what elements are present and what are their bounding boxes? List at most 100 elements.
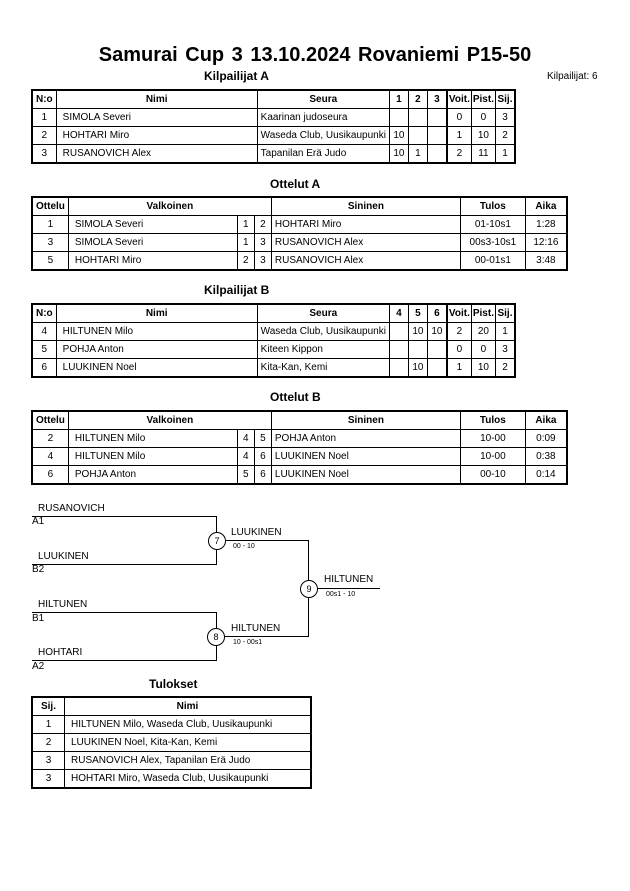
cell-rank: 1	[31, 715, 65, 734]
cell-score	[388, 108, 409, 127]
col-blue: Sininen	[270, 196, 461, 216]
table-row: 6 POHJA Anton 5 6 LUUKINEN Noel 00-10 0:…	[31, 465, 568, 485]
cell-rank: 3	[31, 751, 65, 770]
cell-club: Tapanilan Erä Judo	[256, 144, 390, 164]
col-name: Nimi	[55, 89, 258, 109]
cell-result: 00s3-10s1	[459, 233, 526, 252]
pool-b-heading: Kilpailijat B	[204, 283, 270, 297]
pool-b-table: N:o Nimi Seura 4 5 6 Voit. Pist. Sij. 4 …	[31, 303, 516, 378]
col-no: N:o	[31, 89, 57, 109]
cell-wins: 1	[445, 358, 472, 378]
semi-score: 00 - 10	[233, 543, 255, 550]
bracket-entry-seed: B1	[32, 613, 45, 624]
match-number-node: 7	[208, 532, 226, 550]
final-winner: HILTUNEN	[324, 574, 374, 585]
cell-time: 0:14	[524, 465, 568, 485]
cell-white-no: 5	[236, 465, 255, 485]
cell-blue-no: 5	[253, 429, 272, 448]
cell-white: HILTUNEN Milo	[67, 429, 238, 448]
cell-blue-no: 6	[253, 447, 272, 466]
cell-score: 10	[407, 322, 428, 341]
col-name: Nimi	[64, 696, 312, 716]
cell-name: LUUKINEN Noel, Kita-Kan, Kemi	[64, 733, 312, 752]
table-row: 3 SIMOLA Severi 1 3 RUSANOVICH Alex 00s3…	[31, 233, 568, 252]
cell-white: HILTUNEN Milo	[67, 447, 238, 466]
cell-rank: 1	[494, 144, 516, 164]
bracket-entry-name: HILTUNEN	[38, 599, 88, 610]
matches-b-heading: Ottelut B	[270, 390, 321, 404]
cell-match: 4	[31, 447, 69, 466]
cell-result: 00-10	[459, 465, 526, 485]
col-club: Seura	[256, 303, 390, 323]
semi-score: 10 - 00s1	[233, 639, 263, 646]
table-row: 2 HILTUNEN Milo 4 5 POHJA Anton 10-00 0:…	[31, 429, 568, 448]
cell-name: HOHTARI Miro	[55, 126, 258, 145]
cell-time: 3:48	[524, 251, 568, 271]
table-row: 2 HOHTARI Miro Waseda Club, Uusikaupunki…	[31, 126, 516, 145]
cell-name: RUSANOVICH Alex, Tapanilan Erä Judo	[64, 751, 312, 770]
cell-blue: HOHTARI Miro	[270, 215, 461, 234]
cell-name: SIMOLA Severi	[55, 108, 258, 127]
match-number-node: 8	[207, 628, 225, 646]
cell-blue: RUSANOVICH Alex	[270, 233, 461, 252]
cell-name: HOHTARI Miro, Waseda Club, Uusikaupunki	[64, 769, 312, 789]
col-time: Aika	[524, 410, 568, 430]
cell-white: SIMOLA Severi	[67, 233, 238, 252]
cell-score	[388, 340, 409, 359]
cell-white-no: 4	[236, 447, 255, 466]
bracket-line	[32, 612, 216, 613]
competitor-count: Kilpailijat: 6	[547, 71, 598, 82]
col-match: Ottelu	[31, 196, 69, 216]
bracket-entry-name: RUSANOVICH	[38, 503, 105, 514]
cell-points: 20	[470, 322, 496, 341]
bracket-entry-seed: A1	[32, 516, 45, 527]
cell-score: 10	[388, 126, 409, 145]
col-rank: Sij.	[31, 696, 65, 716]
cell-score	[426, 358, 448, 378]
matches-a-table: Ottelu Valkoinen Sininen Tulos Aika 1 SI…	[31, 196, 568, 271]
cell-blue-no: 2	[253, 215, 272, 234]
col-time: Aika	[524, 196, 568, 216]
cell-white: POHJA Anton	[67, 465, 238, 485]
cell-white-no: 1	[236, 233, 255, 252]
cell-club: Kaarinan judoseura	[256, 108, 390, 127]
cell-white-no: 4	[236, 429, 255, 448]
cell-no: 4	[31, 322, 57, 341]
cell-result: 01-10s1	[459, 215, 526, 234]
pool-a-heading: Kilpailijat A	[204, 69, 269, 83]
bracket-line	[216, 636, 308, 637]
table-row: 1 SIMOLA Severi 1 2 HOHTARI Miro 01-10s1…	[31, 215, 568, 234]
results-table: Sij. Nimi 1 HILTUNEN Milo, Waseda Club, …	[31, 696, 312, 789]
table-row: 2 LUUKINEN Noel, Kita-Kan, Kemi	[31, 733, 312, 752]
table-row: 4 HILTUNEN Milo 4 6 LUUKINEN Noel 10-00 …	[31, 447, 568, 466]
cell-rank: 3	[494, 108, 516, 127]
table-row: 1 SIMOLA Severi Kaarinan judoseura 0 0 3	[31, 108, 516, 127]
cell-blue: LUUKINEN Noel	[270, 465, 461, 485]
bracket-line	[308, 588, 380, 589]
bracket-line	[32, 564, 216, 565]
table-row: 5 HOHTARI Miro 2 3 RUSANOVICH Alex 00-01…	[31, 251, 568, 271]
cell-rank: 2	[494, 126, 516, 145]
col-club: Seura	[256, 89, 390, 109]
cell-match: 5	[31, 251, 69, 271]
cell-name: HILTUNEN Milo, Waseda Club, Uusikaupunki	[64, 715, 312, 734]
results-heading: Tulokset	[149, 677, 198, 691]
cell-score: 1	[407, 144, 428, 164]
cell-blue: POHJA Anton	[270, 429, 461, 448]
cell-match: 6	[31, 465, 69, 485]
col-wins: Voit.	[445, 89, 472, 109]
col-match: Ottelu	[31, 410, 69, 430]
cell-white-no: 1	[236, 215, 255, 234]
cell-match: 2	[31, 429, 69, 448]
cell-name: POHJA Anton	[55, 340, 258, 359]
cell-points: 10	[470, 126, 496, 145]
cell-time: 0:38	[524, 447, 568, 466]
col-score-2: 2	[407, 89, 428, 109]
cell-wins: 2	[445, 322, 472, 341]
cell-points: 10	[470, 358, 496, 378]
col-score-3: 6	[426, 303, 448, 323]
col-rank: Sij.	[494, 303, 516, 323]
cell-score	[426, 340, 448, 359]
cell-score	[407, 340, 428, 359]
table-row: 6 LUUKINEN Noel Kita-Kan, Kemi 10 1 10 2	[31, 358, 516, 378]
